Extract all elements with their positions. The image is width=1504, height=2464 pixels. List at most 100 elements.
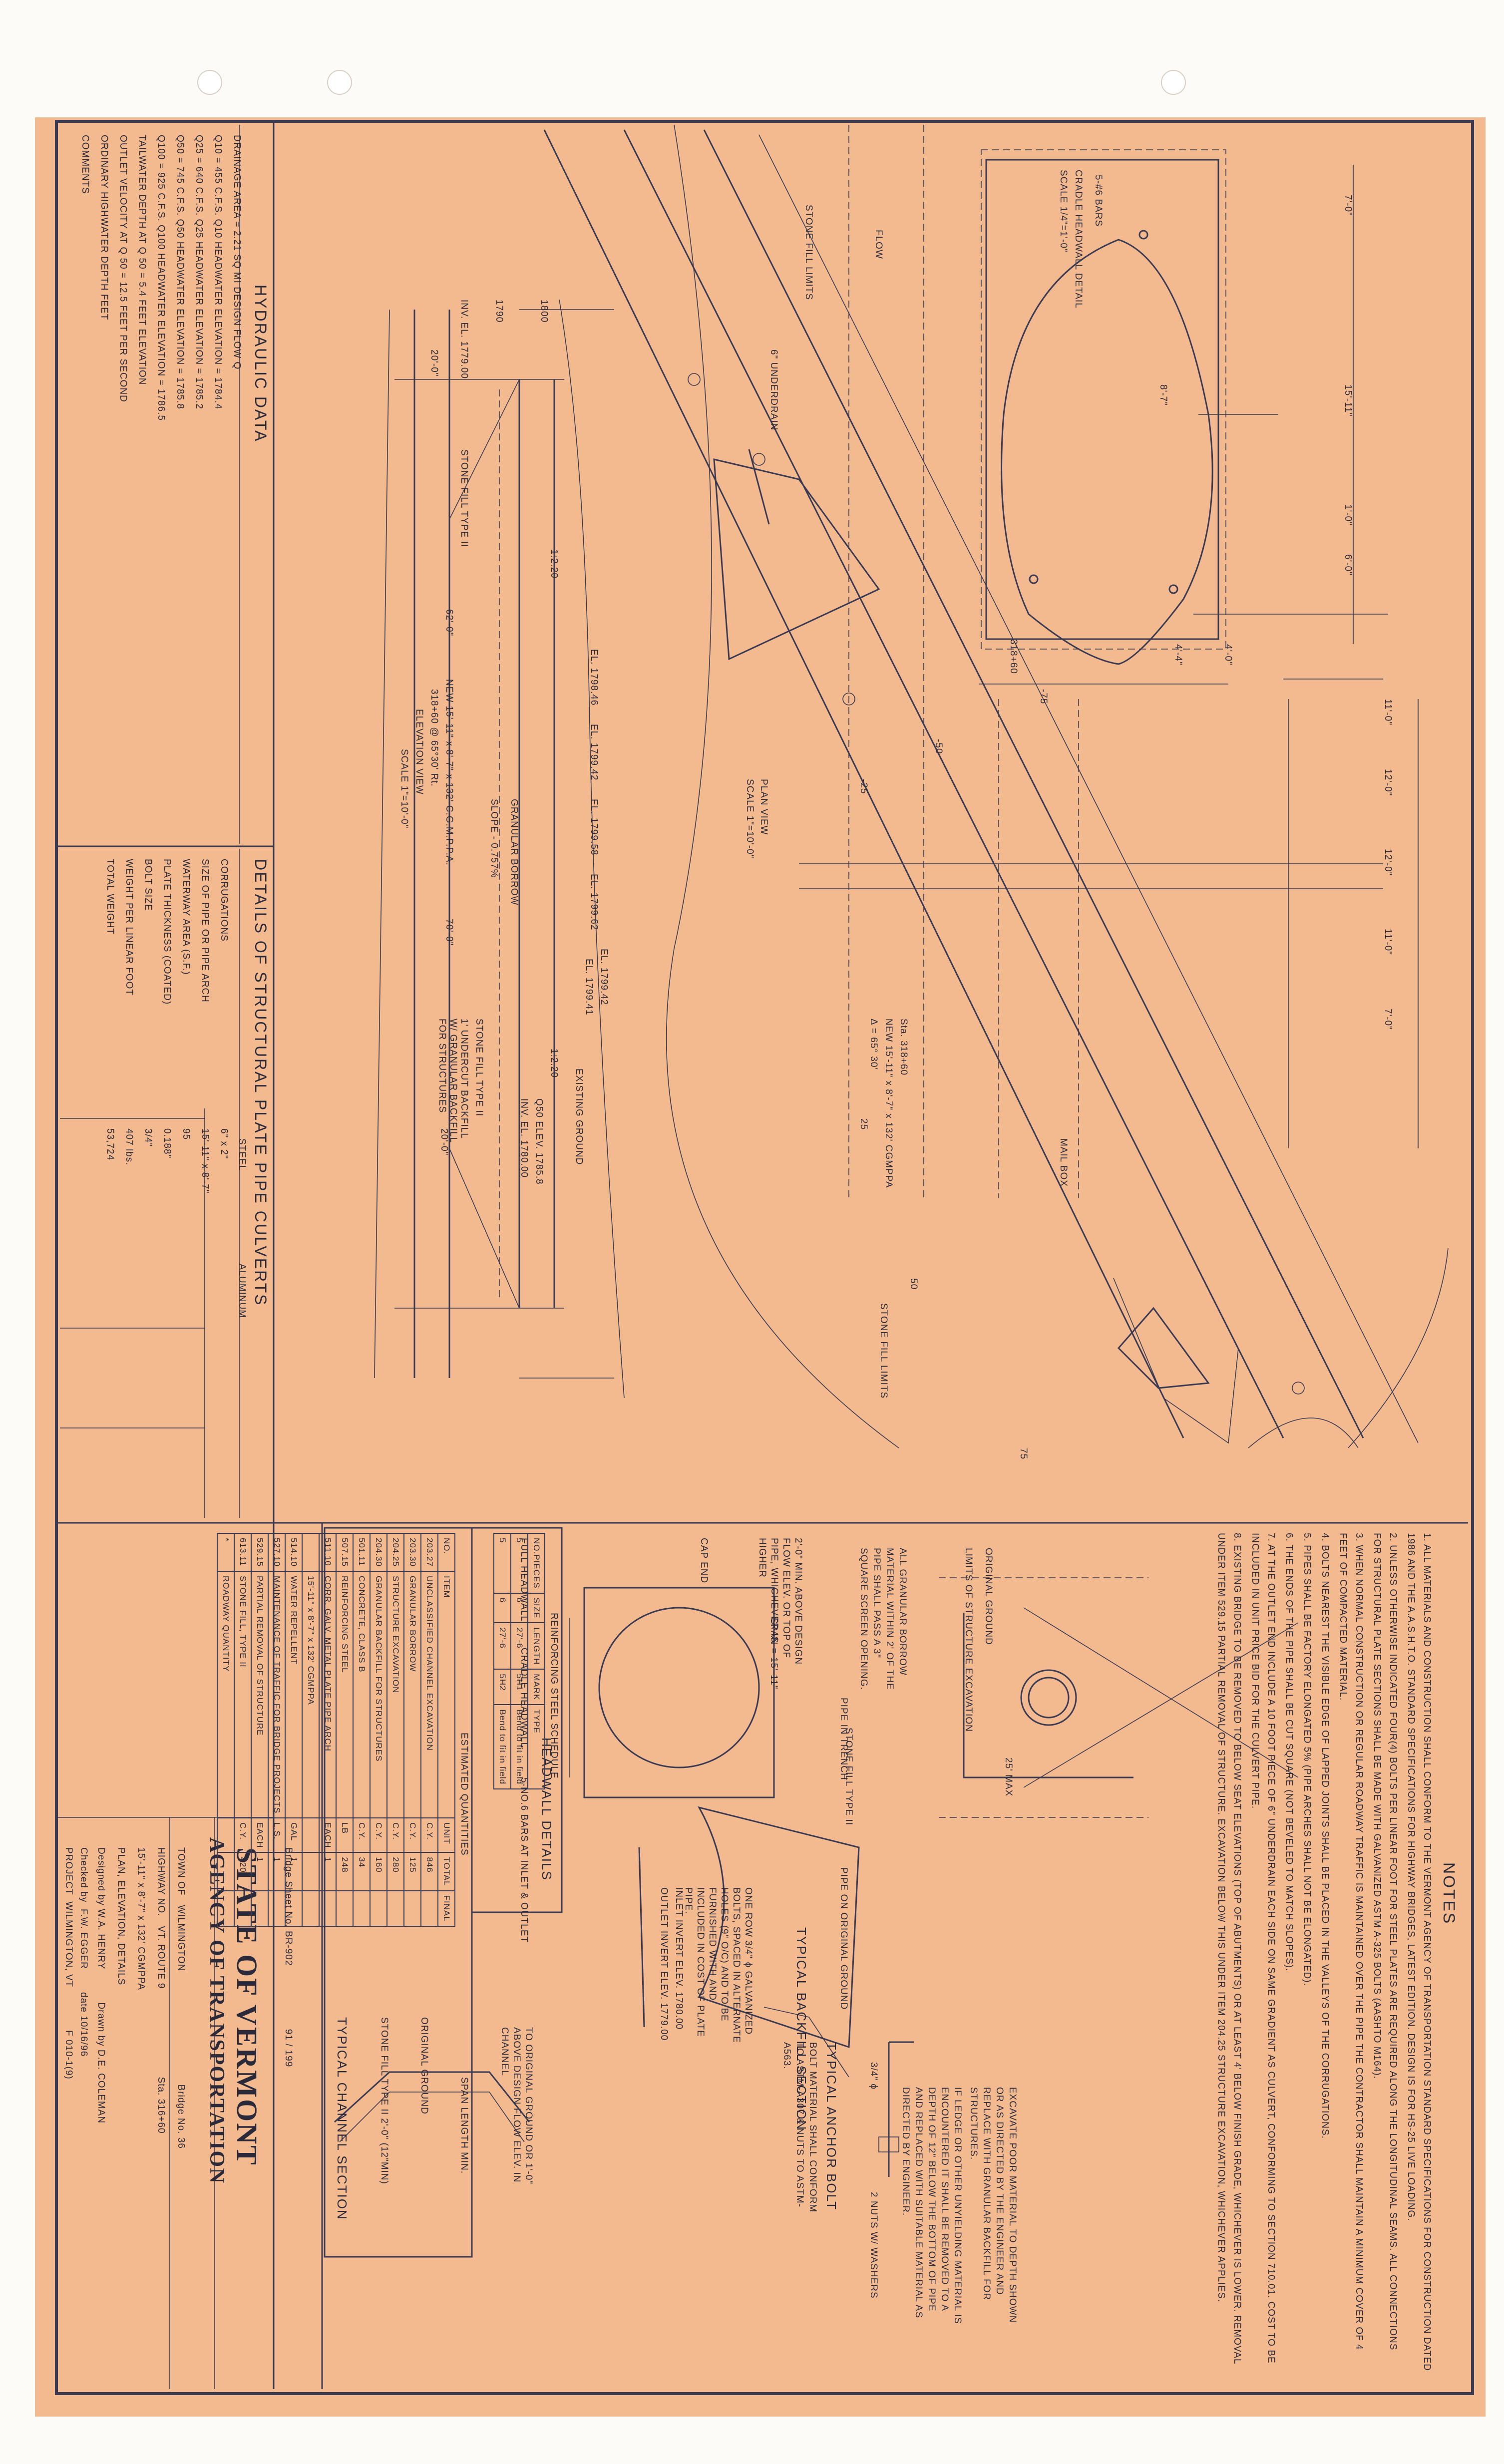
table-cell xyxy=(234,1890,251,1926)
max-25-label: 25' MAX xyxy=(1003,1758,1014,1797)
plan-offset-5: 50 xyxy=(908,1278,919,1290)
hydraulic-row: Q50 = 745 C.F.S. Q50 HEADWATER ELEVATION… xyxy=(175,135,185,409)
bolt-row-note: ONE ROW 3/4" ϕ GALVANIZED BOLTS, SPACED … xyxy=(683,1887,753,2043)
elev-existing: EXISTING GROUND xyxy=(574,1068,584,1165)
table-cell xyxy=(217,1890,234,1926)
table-header-cell: TOTAL xyxy=(438,1852,455,1891)
elevation-view xyxy=(374,299,625,1399)
channel-span: SPAN LENGTH MIN. xyxy=(459,2077,469,2174)
structural-row: SIZE OF PIPE OR PIPE ARCH15'-11" x 8'-7" xyxy=(195,859,214,1318)
structural-row-steel: 407 lbs. xyxy=(124,1128,134,1166)
quantity-row: *ROADWAY QUANTITY xyxy=(217,1533,234,1926)
elev-el-1: EL. 1798.46 xyxy=(589,649,599,706)
sta-value: 316+60 xyxy=(156,2099,166,2134)
table-cell xyxy=(217,1852,234,1891)
structural-row: TOTAL WEIGHT53,724 xyxy=(100,859,119,1318)
punch-hole xyxy=(1161,70,1186,95)
table-cell: 27'-6 xyxy=(511,1623,528,1670)
plan-stone-limits-in: STONE FILL LIMITS xyxy=(803,205,814,301)
table-header-cell: MARK xyxy=(528,1669,545,1705)
table-cell: C.Y. xyxy=(387,1818,404,1853)
hydraulic-data-panel: HYDRAULIC DATA DRAINAGE AREA = 2.21 SQ M… xyxy=(75,135,270,442)
bars-note: 5-NO.6 BARS AT INLET & OUTLET xyxy=(519,1777,529,1943)
cradle-dim-span: 15'-11" xyxy=(1343,384,1353,417)
blueprint-paper xyxy=(35,117,1486,2417)
checked-by: Checked by xyxy=(78,1847,89,1903)
table-cell: 511.10 xyxy=(319,1533,336,1571)
table-cell: MAINTENANCE OF TRAFFIC FOR BRIDGE PROJEC… xyxy=(268,1571,285,1818)
plan-view-pipe xyxy=(543,124,1449,1448)
elev-q50: Q50 ELEV. 1785.8 xyxy=(534,1098,544,1185)
channel-original-ground: ORIGINAL GROUND xyxy=(419,2017,429,2114)
table-header-cell: NO. xyxy=(438,1533,455,1571)
structural-row-label: SIZE OF PIPE OR PIPE ARCH xyxy=(200,859,210,1003)
hydraulic-row: TAILWATER DEPTH AT Q 50 = 5.4 FEET ELEVA… xyxy=(137,135,147,385)
hydraulic-row: DRAINAGE AREA = 2.21 SQ MI DESIGN FLOW Q xyxy=(232,135,242,370)
stamp-date-label: date xyxy=(78,1992,89,2013)
table-cell xyxy=(387,1890,404,1926)
note-item: 8. EXISTING BRIDGE TO BE REMOVED TO BELO… xyxy=(1216,1533,1242,2364)
table-cell: 248 xyxy=(336,1852,353,1891)
elev-len-3: 70'-0" xyxy=(444,919,454,946)
plan-offset-6: 75 xyxy=(1018,1448,1029,1460)
quantities-title: ESTIMATED QUANTITIES xyxy=(459,1733,469,1856)
headwall-stone-fill: STONE FILL TYPE II xyxy=(843,1728,854,1826)
elev-stone-out: STONE FILL TYPE II xyxy=(474,1019,484,1117)
table-cell: ROADWAY QUANTITY xyxy=(217,1571,234,1818)
structural-row: PLATE THICKNESS (COATED)0.188" xyxy=(157,859,176,1318)
structural-row-steel: 53,724 xyxy=(105,1128,115,1161)
table-cell: L.S. xyxy=(268,1818,285,1853)
project-label: PROJECT xyxy=(63,1847,74,1895)
table-cell: 1 xyxy=(251,1852,268,1891)
table-cell: 501.11 xyxy=(353,1533,370,1571)
table-cell: 529.15 xyxy=(251,1533,268,1571)
town-row: TOWN OF WILMINGTON Bridge No. 36 xyxy=(175,1847,186,2149)
table-cell: STONE FILL, TYPE II xyxy=(234,1571,251,1818)
note-item: 2. UNLESS OTHERWISE INDICATED FOUR(4) BO… xyxy=(1372,1533,1398,2351)
plan-dim-2: 12'-0" xyxy=(1383,769,1393,796)
plan-scale: SCALE 1"=10'-0" xyxy=(745,779,755,859)
highway-value: VT. ROUTE 9 xyxy=(156,1926,166,1989)
rebar-outline xyxy=(471,1527,563,1913)
table-cell: 203.27 xyxy=(421,1533,438,1571)
sta-label: Sta. xyxy=(156,2077,166,2096)
table-cell xyxy=(251,1890,268,1926)
table-cell: PARTIAL REMOVAL OF STRUCTURE xyxy=(251,1571,268,1818)
table-cell: * xyxy=(217,1533,234,1571)
table-cell xyxy=(217,1818,234,1853)
cradle-dim-6: 6'-0" xyxy=(1343,554,1353,576)
table-cell xyxy=(268,1890,285,1926)
structural-row-label: CORRUGATIONS xyxy=(219,859,229,942)
table-cell: 1 xyxy=(285,1852,302,1891)
plan-title: PLAN VIEW xyxy=(758,779,769,835)
structural-row-label: BOLT SIZE xyxy=(143,859,153,911)
elev-len-4: 20'-0" xyxy=(439,1128,449,1156)
anchor-note: BOLT MATERIAL SHALL CONFORM TO ASTM-A307… xyxy=(781,2042,818,2213)
project-row: PROJECT WILMINGTON, VT F 010-1(9) xyxy=(63,1847,74,2080)
table-cell: CORR. GALV. METAL PLATE PIPE ARCH xyxy=(319,1571,336,1818)
note-item: 5. PIPES SHALL BE FACTORY ELONGATED 5% (… xyxy=(1302,1533,1312,1986)
elev-slope-1: 1:2.20 xyxy=(549,549,559,579)
table-cell xyxy=(421,1890,438,1926)
table-cell: 613.11 xyxy=(234,1533,251,1571)
highway-row: HIGHWAY NO. VT. ROUTE 9 Sta. 316+60 xyxy=(155,1847,166,2134)
elev-len-2: 62'-0" xyxy=(444,609,454,637)
headwall-details-drawing xyxy=(569,1587,860,2078)
table-header-cell: SIZE xyxy=(528,1593,545,1623)
rebar-title: REINFORCING STEEL SCHEDULE xyxy=(549,1613,559,1779)
excavate-note: EXCAVATE POOR MATERIAL TO DEPTH SHOWN OR… xyxy=(968,2087,1018,2323)
table-cell: 5H1 xyxy=(511,1669,528,1705)
note-item: 1. ALL MATERIALS AND CONSTRUCTION SHALL … xyxy=(1406,1533,1432,2371)
table-cell: 280 xyxy=(387,1852,404,1891)
table-cell: 125 xyxy=(404,1852,421,1891)
